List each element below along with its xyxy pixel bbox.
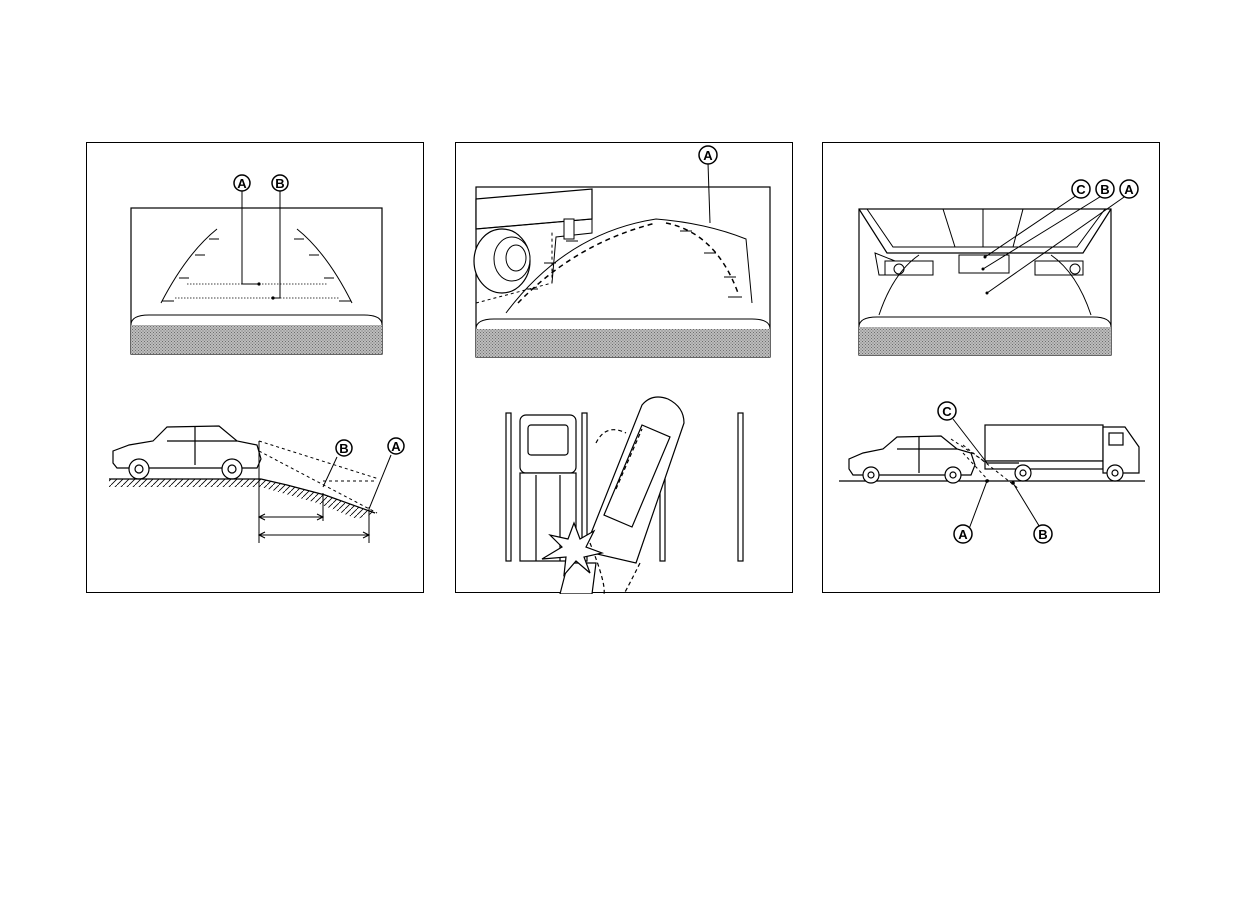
screen-callout-a: A — [234, 175, 250, 191]
side-callout-b: B — [1034, 525, 1052, 543]
svg-text:C: C — [1076, 182, 1086, 197]
side-callout-b: B — [336, 440, 352, 456]
screen-callout-c: C — [1072, 180, 1090, 198]
turning-collision-panel: A — [455, 142, 793, 593]
rear-camera-screen-truck — [474, 163, 770, 357]
turning-collision-illustration: A — [456, 143, 794, 594]
screen-callout-b: B — [1096, 180, 1114, 198]
svg-text:A: A — [1124, 182, 1134, 197]
svg-text:C: C — [942, 404, 952, 419]
screen-callout-b: B — [272, 175, 288, 191]
svg-text:B: B — [339, 441, 348, 456]
svg-text:B: B — [1100, 182, 1109, 197]
rear-camera-screen — [131, 188, 382, 354]
protruding-object-illustration: C B A — [823, 143, 1161, 594]
svg-text:B: B — [275, 176, 284, 191]
protruding-object-panel: C B A — [822, 142, 1160, 593]
screen-callout-a: A — [1120, 180, 1138, 198]
svg-text:B: B — [1038, 527, 1047, 542]
slope-distance-illustration: A B — [87, 143, 425, 594]
sedan-side-view — [113, 426, 261, 479]
parking-lot-overhead — [506, 397, 743, 594]
sedan-side-view — [849, 436, 975, 483]
svg-text:A: A — [703, 148, 713, 163]
svg-text:A: A — [391, 439, 401, 454]
screen-callout-a: A — [699, 146, 717, 164]
svg-text:A: A — [958, 527, 968, 542]
slope-distance-panel: A B — [86, 142, 424, 593]
rear-camera-screen-trailer — [859, 195, 1127, 355]
side-callout-a: A — [388, 438, 404, 454]
svg-text:A: A — [237, 176, 247, 191]
truck-side-view — [985, 425, 1139, 481]
side-callout-c: C — [938, 402, 956, 420]
side-callout-a: A — [954, 525, 972, 543]
slope-ground — [109, 479, 375, 519]
